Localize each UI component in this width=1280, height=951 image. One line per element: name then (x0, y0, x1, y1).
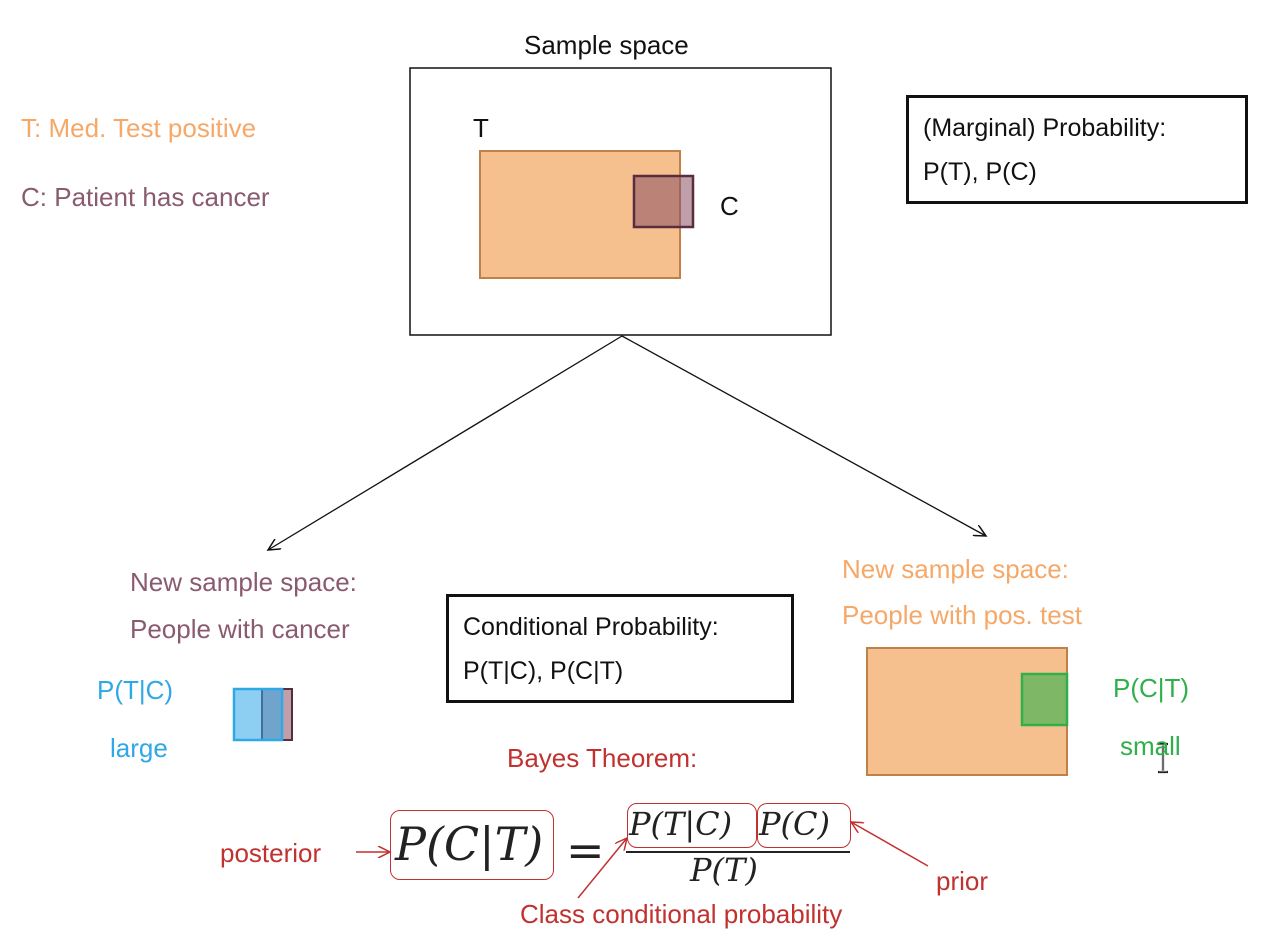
p-c-given-t-label: P(C|T) (1113, 673, 1190, 703)
likelihood-highlight-box (627, 803, 757, 848)
arrow-to-right-branch (621, 335, 986, 536)
prior-highlight-box (757, 803, 851, 848)
t-region-label: T (473, 113, 489, 143)
t-given-c-rect (232, 687, 284, 742)
text-cursor-icon (1158, 742, 1168, 774)
bayes-numerator-right: P(C) (759, 805, 830, 843)
left-branch-title-1: New sample space: (130, 567, 357, 597)
small-label: small (1120, 731, 1181, 761)
posterior-highlight-box (390, 810, 554, 880)
t-definition: T: Med. Test positive (21, 113, 257, 143)
marginal-probability-box: (Marginal) Probability: P(T), P(C) (906, 95, 1248, 204)
class-conditional-arrow (577, 838, 627, 899)
bayes-numerator-left: P(T|C) (629, 805, 733, 843)
right-branch-title-1: New sample space: (842, 554, 1069, 584)
p-t-given-c-label: P(T|C) (97, 675, 174, 705)
c-definition: C: Patient has cancer (21, 182, 270, 212)
large-label: large (110, 733, 168, 763)
bayes-denominator: P(T) (690, 851, 758, 889)
bayes-title: Bayes Theorem: (507, 743, 698, 773)
conditional-box-title: Conditional Probability: (463, 613, 719, 641)
c-region (632, 174, 695, 229)
c-region-label: C (720, 191, 739, 221)
class-conditional-label: Class conditional probability (520, 899, 843, 929)
conditional-box-formula: P(T|C), P(C|T) (463, 657, 624, 685)
right-branch-title-2: People with pos. test (842, 600, 1082, 630)
sample-space-label: Sample space (524, 30, 689, 60)
posterior-label: posterior (220, 838, 322, 868)
marginal-box-formula: P(T), P(C) (923, 158, 1037, 186)
arrow-to-left-branch (268, 335, 623, 550)
conditional-probability-box: Conditional Probability: P(T|C), P(C|T) (446, 594, 794, 703)
prior-arrow (851, 822, 929, 867)
bayes-equals: = (566, 823, 605, 877)
bayes-lhs: P(C|T) (395, 817, 544, 871)
left-branch-title-2: People with cancer (130, 614, 350, 644)
prior-label: prior (936, 866, 989, 896)
marginal-box-title: (Marginal) Probability: (923, 114, 1167, 142)
c-given-t-rect (1020, 672, 1069, 727)
